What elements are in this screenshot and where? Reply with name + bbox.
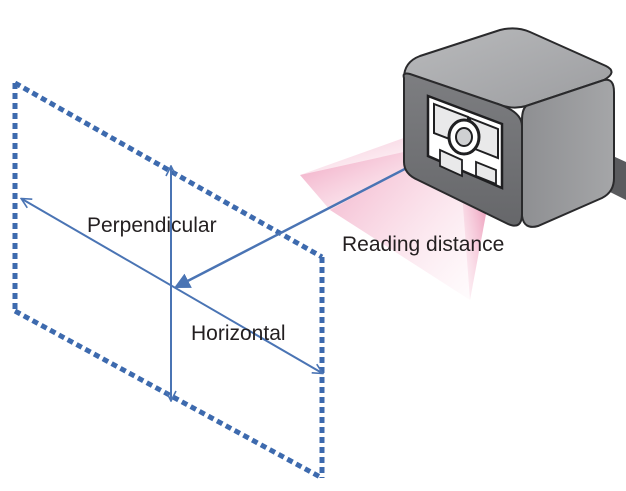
reading-plane-frame: [12, 80, 325, 481]
horizontal-arrow: [22, 199, 322, 373]
reading-distance-label: Reading distance: [342, 233, 505, 256]
horizontal-label: Horizontal: [191, 322, 286, 345]
barcode-reader-icon: [402, 27, 626, 228]
perpendicular-label: Perpendicular: [87, 214, 217, 237]
